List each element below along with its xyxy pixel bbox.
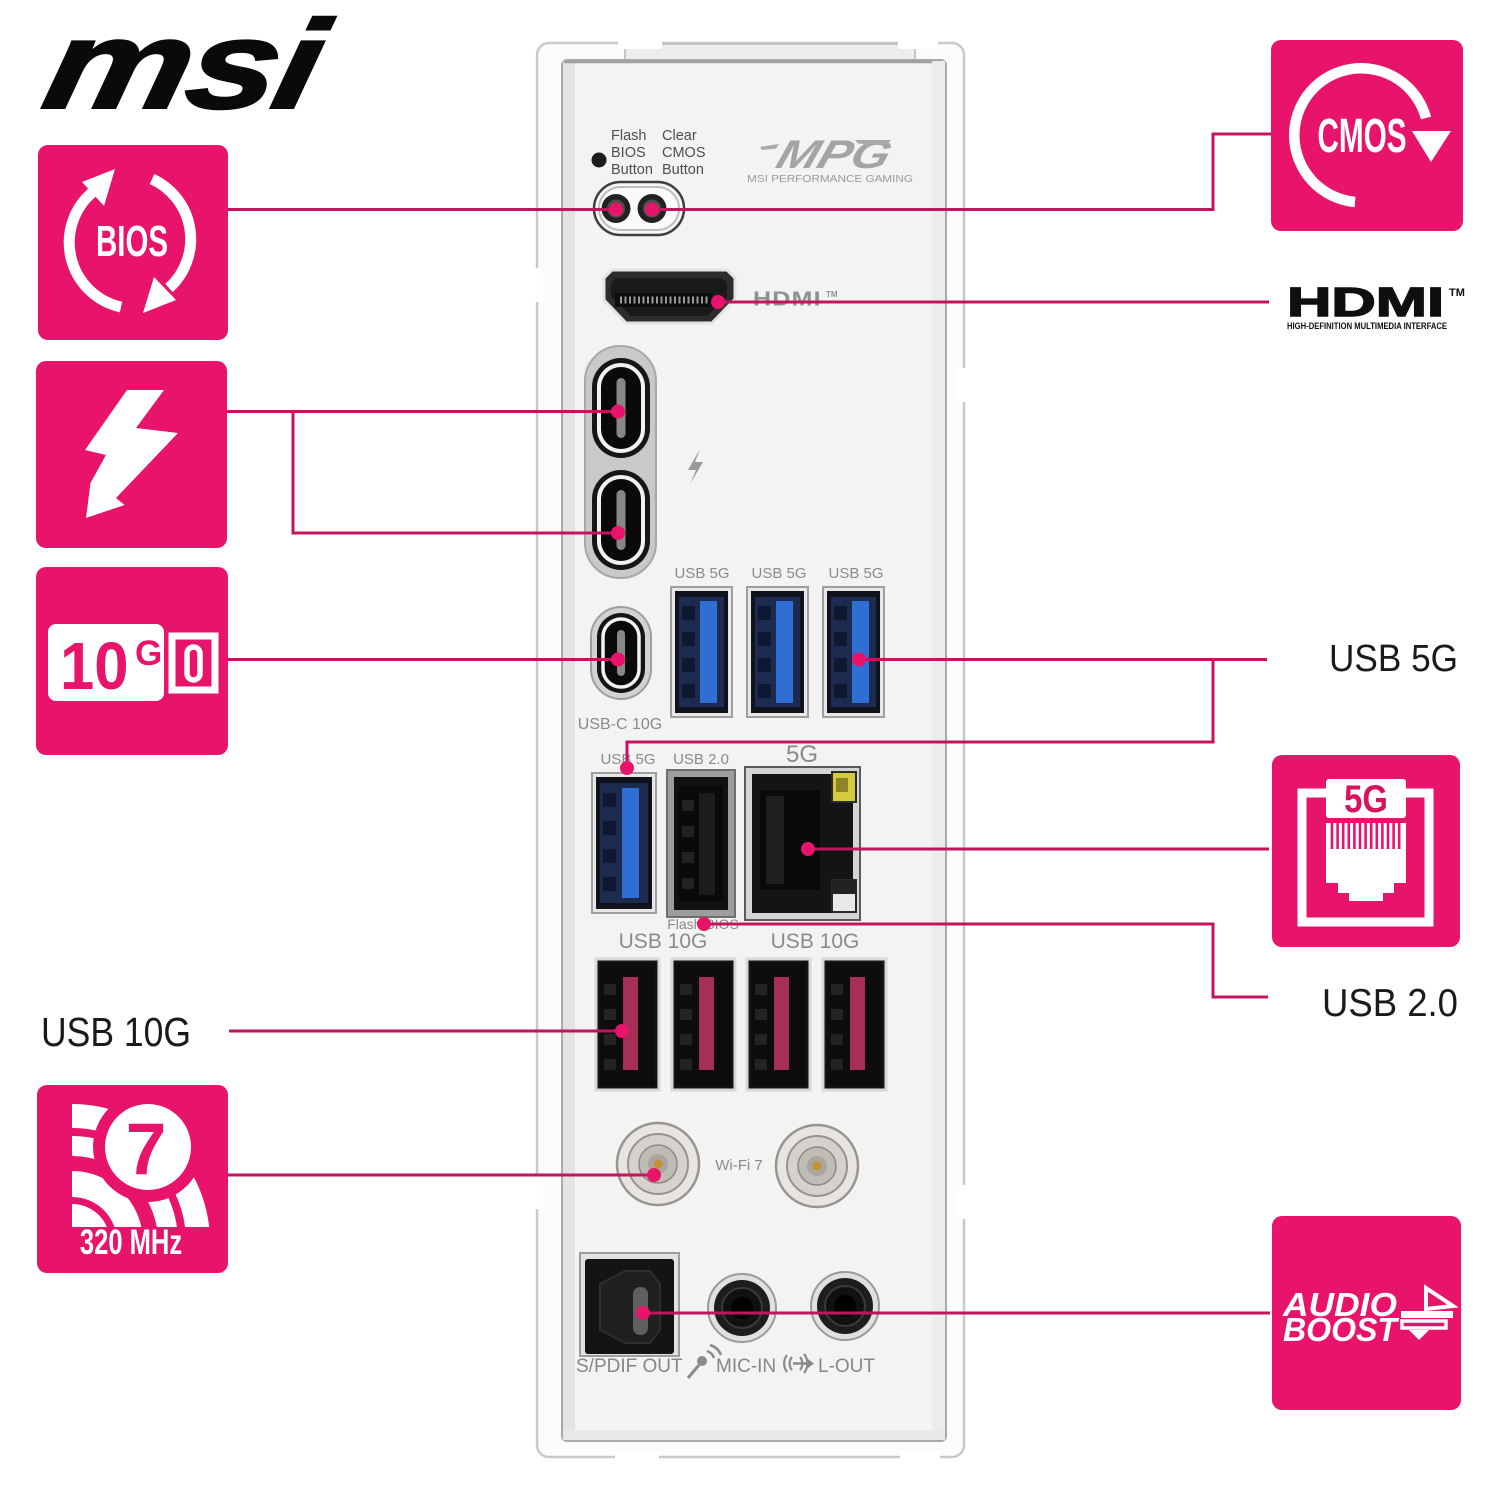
svg-text:Wi-Fi 7: Wi-Fi 7 — [715, 1157, 763, 1174]
svg-text:L-OUT: L-OUT — [818, 1356, 875, 1377]
svg-text:320 MHz: 320 MHz — [80, 1223, 182, 1262]
svg-text:Clear: Clear — [662, 128, 697, 144]
svg-text:5G: 5G — [1344, 776, 1388, 820]
svg-text:Flash: Flash — [611, 128, 646, 144]
svg-text:10: 10 — [60, 629, 129, 704]
svg-text:HDMI: HDMI — [1287, 280, 1444, 325]
svg-text:AUDIO: AUDIO — [1282, 1286, 1397, 1323]
svg-text:BOOST: BOOST — [1283, 1311, 1400, 1348]
svg-text:TM: TM — [826, 290, 838, 299]
svg-text:Button: Button — [611, 162, 653, 178]
svg-text:7: 7 — [126, 1109, 167, 1190]
svg-text:G: G — [135, 634, 162, 673]
svg-text:5G: 5G — [786, 741, 818, 768]
svg-text:Button: Button — [662, 162, 704, 178]
svg-text:TM: TM — [1449, 287, 1465, 299]
svg-text:MIC-IN: MIC-IN — [716, 1356, 776, 1377]
svg-text:USB 5G: USB 5G — [828, 565, 883, 582]
svg-text:BIOS: BIOS — [96, 216, 168, 265]
svg-text:MPG: MPG — [771, 132, 898, 177]
svg-text:CMOS: CMOS — [662, 145, 706, 161]
svg-text:HDMI: HDMI — [753, 288, 822, 310]
svg-text:USB 2.0: USB 2.0 — [673, 751, 729, 768]
svg-text:USB 10G: USB 10G — [619, 930, 708, 953]
svg-text:USB 10G: USB 10G — [771, 930, 860, 953]
svg-text:USB 5G: USB 5G — [1329, 638, 1458, 680]
svg-text:USB 5G: USB 5G — [674, 565, 729, 582]
svg-text:USB-C 10G: USB-C 10G — [578, 716, 662, 733]
svg-text:BIOS: BIOS — [611, 145, 646, 161]
svg-text:USB 2.0: USB 2.0 — [1322, 982, 1458, 1025]
svg-text:USB 10G: USB 10G — [41, 1009, 191, 1055]
svg-text:S/PDIF OUT: S/PDIF OUT — [576, 1356, 683, 1377]
svg-text:msi: msi — [33, 0, 341, 135]
svg-text:USB 5G: USB 5G — [751, 565, 806, 582]
svg-text:CMOS: CMOS — [1317, 110, 1406, 163]
svg-text:HIGH-DEFINITION MULTIMEDIA INT: HIGH-DEFINITION MULTIMEDIA INTERFACE — [1287, 321, 1447, 332]
svg-text:MSI PERFORMANCE GAMING: MSI PERFORMANCE GAMING — [747, 173, 913, 185]
